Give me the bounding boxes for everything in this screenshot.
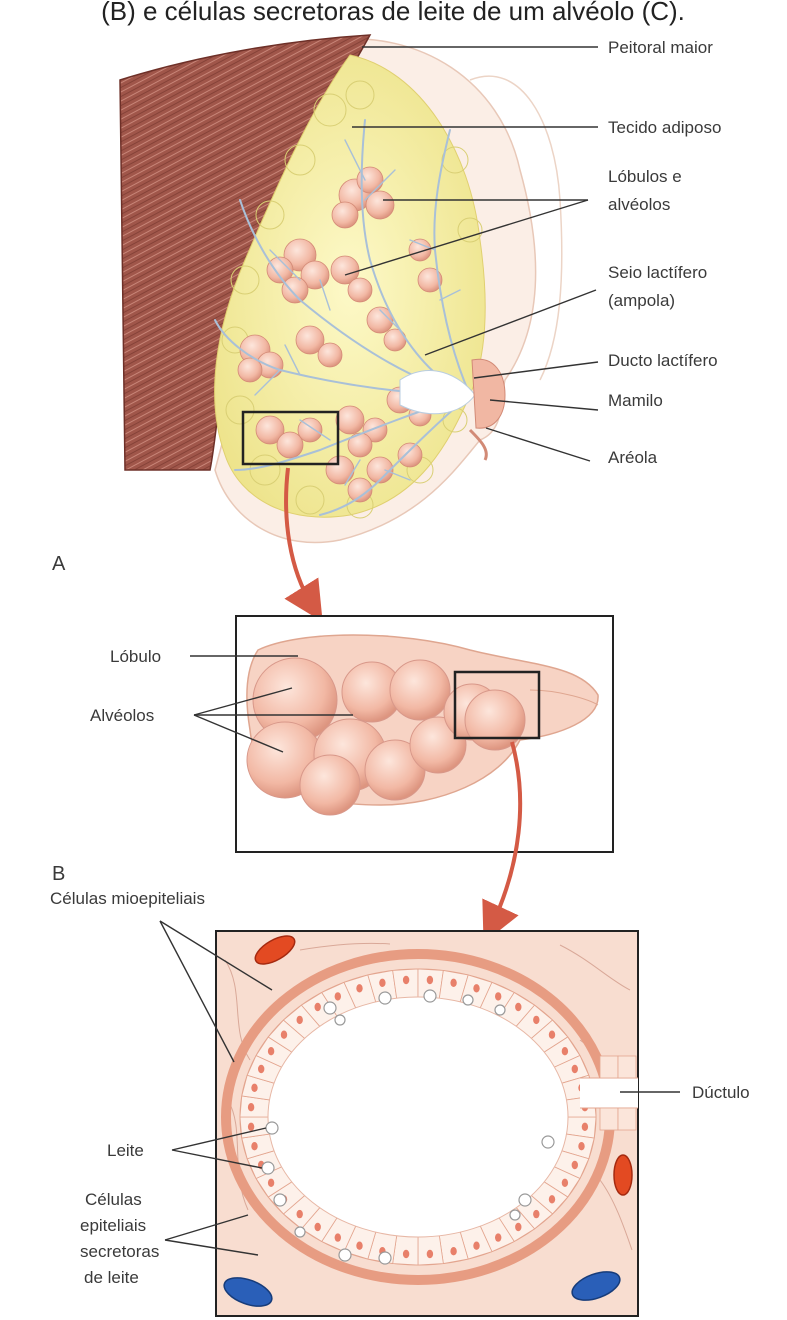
label-lobulo: Lóbulo [110, 647, 161, 666]
cell-nucleus [515, 1223, 521, 1231]
cell-nucleus [572, 1161, 578, 1169]
cell-nucleus [549, 1031, 555, 1039]
alveolus-panel: Células mioepiteliais Dúctulo Leite Célu… [50, 889, 750, 1316]
cell-nucleus [495, 992, 501, 1000]
cell-nucleus [533, 1016, 539, 1024]
cell-nucleus [356, 984, 362, 992]
label-seio-1: Seio lactífero [608, 263, 707, 282]
panel-letter-b: B [52, 863, 65, 885]
cell-nucleus [268, 1179, 274, 1187]
label-lobulos-1: Lóbulos e [608, 167, 682, 186]
label-lobulos-2: alvéolos [608, 195, 670, 214]
label-celulas-3: secretoras [80, 1242, 159, 1261]
cell-nucleus [251, 1142, 257, 1150]
label-celulas-2: epiteliais [80, 1216, 146, 1235]
panel-letter-a: A [52, 553, 66, 575]
cell-nucleus [572, 1065, 578, 1073]
cell-nucleus [403, 976, 409, 984]
cell-nucleus [403, 1250, 409, 1258]
blood-vessel-red-2 [614, 1155, 632, 1195]
label-ducto: Ducto lactífero [608, 351, 718, 370]
breast-section [120, 35, 562, 543]
cell-nucleus [450, 979, 456, 987]
cell-nucleus [578, 1142, 584, 1150]
label-peitoral: Peitoral maior [608, 38, 713, 57]
cell-nucleus [450, 1247, 456, 1255]
lobule-panel: Lóbulo Alvéolos B [52, 616, 613, 885]
cell-nucleus [268, 1047, 274, 1055]
cell-nucleus [251, 1084, 257, 1092]
cell-nucleus [562, 1047, 568, 1055]
cell-nucleus [427, 976, 433, 984]
label-ductulo: Dúctulo [692, 1083, 750, 1102]
cell-nucleus [533, 1210, 539, 1218]
label-celulas-4: de leite [84, 1268, 139, 1287]
cell-nucleus [248, 1123, 254, 1131]
cell-nucleus [515, 1003, 521, 1011]
cell-nucleus [258, 1065, 264, 1073]
cell-nucleus [335, 992, 341, 1000]
cell-nucleus [297, 1016, 303, 1024]
label-alveolos: Alvéolos [90, 706, 154, 725]
cell-nucleus [315, 1003, 321, 1011]
cell-nucleus [495, 1233, 501, 1241]
ductule [580, 1078, 638, 1108]
label-mamilo: Mamilo [608, 391, 663, 410]
label-areola: Aréola [608, 448, 658, 467]
figure-caption: (B) e células secretoras de leite de um … [101, 0, 685, 26]
label-tecido: Tecido adiposo [608, 118, 721, 137]
cell-nucleus [315, 1223, 321, 1231]
cell-nucleus [549, 1195, 555, 1203]
cell-nucleus [281, 1031, 287, 1039]
cell-nucleus [335, 1233, 341, 1241]
cell-nucleus [248, 1103, 254, 1111]
cell-nucleus [427, 1250, 433, 1258]
label-mioepiteliais: Células mioepiteliais [50, 889, 205, 908]
cell-nucleus [473, 984, 479, 992]
cell-nucleus [379, 979, 385, 987]
cell-nucleus [473, 1242, 479, 1250]
label-seio-2: (ampola) [608, 291, 675, 310]
label-leite: Leite [107, 1141, 144, 1160]
cell-nucleus [356, 1242, 362, 1250]
cell-nucleus [297, 1210, 303, 1218]
cell-nucleus [562, 1179, 568, 1187]
cell-nucleus [582, 1123, 588, 1131]
label-celulas-1: Células [85, 1190, 142, 1209]
